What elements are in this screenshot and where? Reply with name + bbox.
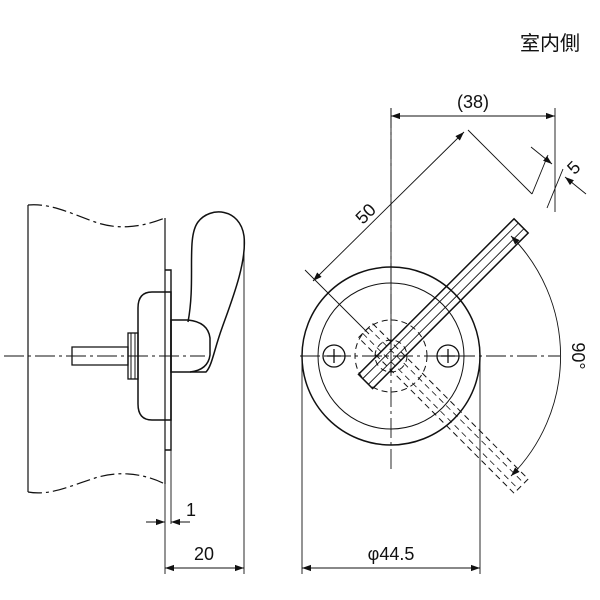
indoor-side-label: 室内側 (520, 32, 580, 55)
handle-lever-side (187, 211, 246, 373)
door-break-line-top (27, 204, 166, 228)
mounting-plate (165, 269, 172, 451)
front-view: (38) 50 5 90° φ44.5 (300, 92, 588, 574)
screw-right (436, 344, 460, 368)
projection-dimension-label: 20 (194, 544, 214, 564)
rose-diameter-label: φ44.5 (368, 544, 415, 564)
door-break-line-bottom (27, 473, 166, 494)
handle-thickness-label: 5 (563, 157, 584, 178)
handle-side (170, 319, 211, 373)
overall-width-label: (38) (457, 92, 489, 112)
handle-length-label: 50 (352, 200, 380, 228)
side-view: 1 20 (4, 204, 246, 574)
gap-dimension-label: 1 (186, 500, 196, 520)
rotation-arc (510, 235, 561, 477)
rotation-angle-label: 90° (568, 342, 588, 369)
screw-left (322, 344, 346, 368)
rose-body-side (137, 291, 172, 421)
handle-front (357, 217, 530, 390)
